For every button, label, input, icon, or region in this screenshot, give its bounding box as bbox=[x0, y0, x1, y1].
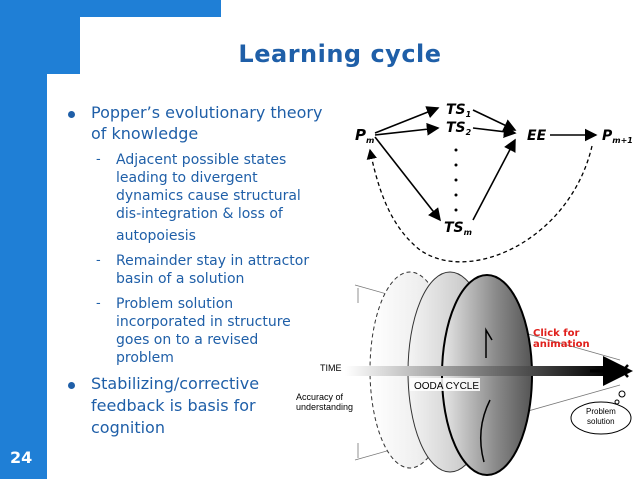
cycle-loop-arrow bbox=[479, 399, 491, 463]
ts1-label: TS1 bbox=[446, 102, 471, 119]
sub-bullet-dash: - bbox=[96, 296, 101, 311]
sub-bullet-text: problem bbox=[116, 350, 174, 366]
cycle-up-arrow bbox=[485, 327, 493, 358]
sub-bullet-text: dynamics cause structural bbox=[116, 188, 301, 204]
sub-bullet-text: incorporated in structure bbox=[116, 314, 291, 330]
bullet-text: Stabilizing/corrective bbox=[91, 374, 260, 393]
accuracy-label: Accuracy of bbox=[296, 392, 344, 402]
sub-bullet-text: dis-integration & loss of bbox=[116, 206, 283, 222]
bullet-text: Popper’s evolutionary theory bbox=[91, 103, 323, 122]
time-label: TIME bbox=[320, 363, 342, 373]
sub-bullet-text: Problem solution bbox=[116, 296, 234, 312]
bullet-text: cognition bbox=[91, 418, 165, 437]
bullet-marker bbox=[68, 111, 75, 118]
bullet-text: feedback is basis for bbox=[91, 396, 256, 415]
ts2-label: TS2 bbox=[446, 120, 472, 137]
sub-bullet-text: Remainder stay in attractor bbox=[116, 253, 310, 269]
sub-bullet-text: autopoiesis bbox=[116, 228, 196, 244]
sub-bullet-text: goes on to a revised bbox=[116, 332, 259, 348]
problem-solution-cloud: Problem solution bbox=[570, 390, 632, 435]
ellipsis-dots bbox=[454, 148, 458, 212]
target-x-icon bbox=[616, 364, 629, 378]
ooda-cycle-label: OODA CYCLE bbox=[414, 381, 479, 392]
tsm-label: TSm bbox=[444, 220, 472, 237]
ee-label: EE bbox=[527, 128, 547, 144]
bullet-text: of knowledge bbox=[91, 124, 199, 143]
sidebar-band bbox=[0, 0, 47, 479]
sub-bullet-dash: - bbox=[96, 152, 101, 167]
accuracy-label: understanding bbox=[296, 402, 353, 412]
sub-bullet-text: basin of a solution bbox=[116, 271, 245, 287]
sub-bullet-text: leading to divergent bbox=[116, 170, 258, 186]
slide-number: 24 bbox=[10, 448, 33, 467]
header-block bbox=[47, 17, 80, 74]
header-band bbox=[47, 0, 221, 17]
p-end-label: Pm+1 bbox=[602, 128, 633, 145]
slide-title: Learning cycle bbox=[238, 40, 442, 68]
sub-bullet-text: Adjacent possible states bbox=[116, 152, 287, 168]
svg-text:Problem: Problem bbox=[586, 407, 616, 416]
p-start-label: Pm bbox=[355, 126, 374, 145]
animation-link[interactable]: Click for animation bbox=[533, 328, 590, 350]
time-bar bbox=[345, 366, 607, 376]
cycle-label-bg bbox=[410, 378, 480, 391]
branch-arrows bbox=[374, 106, 598, 222]
svg-text:solution: solution bbox=[587, 417, 615, 426]
bullet-marker bbox=[68, 382, 75, 389]
sub-bullet-dash: - bbox=[96, 253, 101, 268]
